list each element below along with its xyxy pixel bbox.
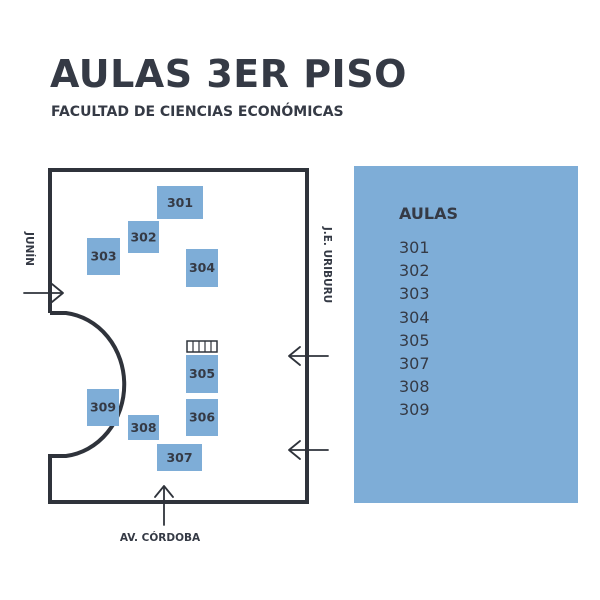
legend-item[interactable]: 305 bbox=[399, 330, 430, 350]
room-301-label: 301 bbox=[167, 195, 193, 210]
legend-title: AULAS bbox=[399, 204, 458, 223]
room-305-label: 305 bbox=[189, 366, 215, 381]
entrance-arrow-uriburu-2 bbox=[288, 440, 329, 460]
room-306[interactable]: 306 bbox=[186, 399, 218, 436]
room-306-label: 306 bbox=[189, 410, 215, 425]
room-308-label: 308 bbox=[130, 420, 156, 435]
room-305[interactable]: 305 bbox=[186, 355, 218, 393]
room-304-label: 304 bbox=[189, 260, 215, 275]
room-301[interactable]: 301 bbox=[157, 186, 203, 219]
legend-item[interactable]: 303 bbox=[399, 284, 430, 304]
legend-item[interactable]: 307 bbox=[399, 354, 430, 374]
map-subtitle: FACULTAD DE CIENCIAS ECONÓMICAS bbox=[51, 104, 344, 120]
room-302-label: 302 bbox=[130, 230, 156, 245]
street-label-uriburu: J.E. URIBURU bbox=[321, 226, 333, 303]
legend-item[interactable]: 302 bbox=[399, 261, 430, 281]
legend-panel: AULAS 301 302 303 304 305 307 308 309 bbox=[354, 166, 578, 503]
legend-item[interactable]: 301 bbox=[399, 238, 430, 257]
legend-list: 301 302 303 304 305 307 308 309 bbox=[399, 236, 430, 422]
legend-item[interactable]: 308 bbox=[399, 377, 430, 397]
entrance-arrow-uriburu-1 bbox=[288, 346, 329, 366]
street-label-junin: JUNÍN bbox=[23, 231, 36, 266]
room-307-label: 307 bbox=[166, 450, 192, 465]
room-303-label: 303 bbox=[90, 249, 116, 264]
room-309-label: 309 bbox=[90, 400, 116, 415]
street-label-cordoba: AV. CÓRDOBA bbox=[120, 531, 201, 544]
legend-item[interactable]: 309 bbox=[399, 400, 430, 420]
map-title: AULAS 3ER PISO bbox=[50, 52, 407, 96]
room-308[interactable]: 308 bbox=[128, 415, 159, 440]
building-outline bbox=[48, 168, 309, 504]
entrance-arrow-cordoba bbox=[154, 485, 174, 526]
room-309[interactable]: 309 bbox=[87, 389, 119, 426]
room-304[interactable]: 304 bbox=[186, 249, 218, 287]
entrance-arrow-junin bbox=[23, 283, 64, 303]
room-302[interactable]: 302 bbox=[128, 221, 159, 253]
room-307[interactable]: 307 bbox=[157, 444, 202, 471]
legend-item[interactable]: 304 bbox=[399, 307, 430, 327]
room-303[interactable]: 303 bbox=[87, 238, 120, 275]
stairs-icon bbox=[186, 340, 218, 353]
